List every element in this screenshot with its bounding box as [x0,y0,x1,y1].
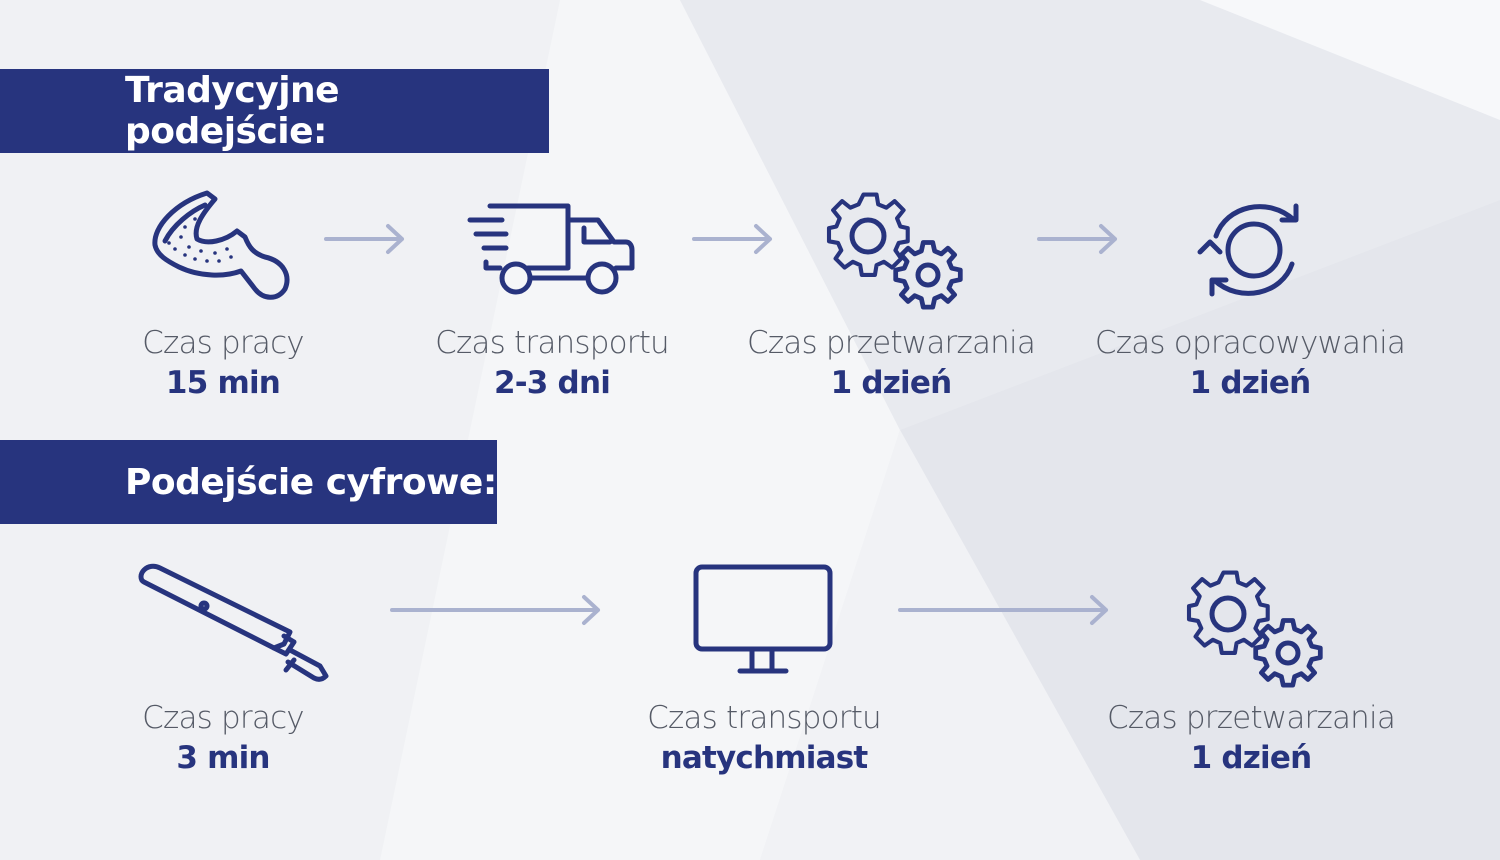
computer-monitor-icon [693,564,833,674]
step-value: 1 dzień [830,365,953,401]
gears-icon [1186,570,1323,688]
gears-icon [826,192,963,310]
section-title-traditional-text: Tradycyjne podejście: [125,70,340,152]
arrow-d2-3 [898,595,1108,625]
digital-step-2: Czas transportu natychmiast [594,700,934,776]
step-label: Czas opracowywania [1094,325,1406,361]
delivery-truck-icon [467,203,635,295]
step-value: 1 dzień [1190,740,1313,776]
step-label: Czas transportu [435,325,670,361]
traditional-step-1: Czas pracy 15 min [53,325,393,401]
step-label: Czas przetwarzania [746,325,1036,361]
arrow-d1-2 [390,595,600,625]
arrow-3-4 [1037,224,1117,254]
traditional-step-4: Czas opracowywania 1 dzień [1080,325,1420,401]
step-label: Czas pracy [142,700,305,736]
section-title-digital: Podejście cyfrowe: [0,440,497,524]
step-label: Czas przetwarzania [1106,700,1396,736]
step-label: Czas transportu [647,700,882,736]
section-title-digital-text: Podejście cyfrowe: [125,461,497,503]
arrow-1-2 [324,224,404,254]
arrow-2-3 [692,224,772,254]
dental-impression-tray-icon [152,190,290,300]
section-title-traditional: Tradycyjne podejście: [0,69,549,153]
step-value: 3 min [176,740,270,776]
digital-step-1: Czas pracy 3 min [53,700,393,776]
step-value: natychmiast [660,740,869,776]
step-value: 1 dzień [1189,365,1312,401]
traditional-step-2: Czas transportu 2-3 dni [382,325,722,401]
refresh-cycle-icon [1197,203,1299,297]
intraoral-scanner-icon [138,563,329,682]
step-label: Czas pracy [142,325,305,361]
traditional-step-3: Czas przetwarzania 1 dzień [721,325,1061,401]
digital-step-3: Czas przetwarzania 1 dzień [1081,700,1421,776]
step-value: 2-3 dni [493,365,611,401]
step-value: 15 min [165,365,281,401]
